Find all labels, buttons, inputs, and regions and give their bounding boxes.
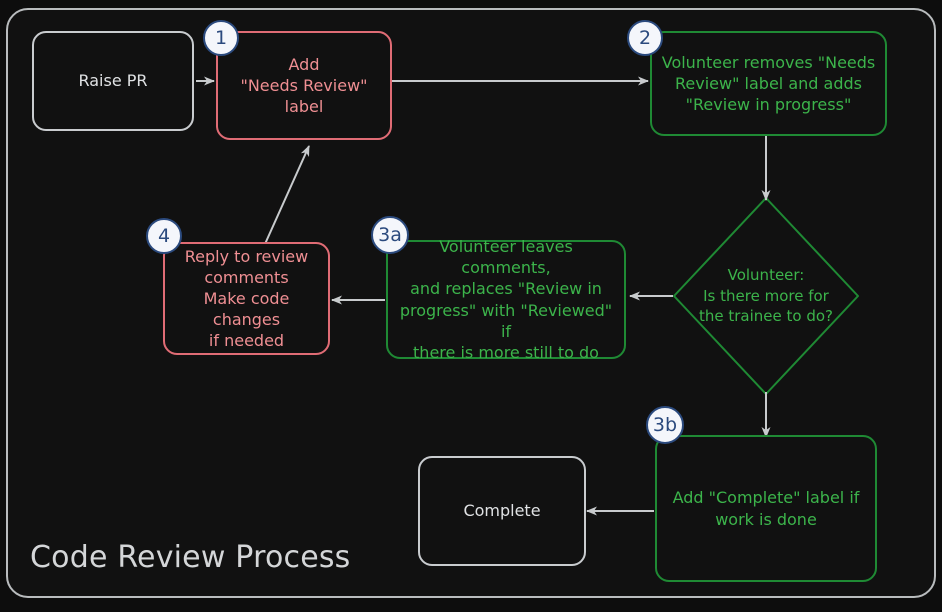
- node-raise-pr[interactable]: Raise PR: [32, 31, 194, 131]
- node-raise-pr-label: Raise PR: [78, 71, 148, 91]
- node-volunteer-removes-label-text: Volunteer removes "Needs Review" label a…: [661, 52, 876, 115]
- step-badge-1: 1: [203, 20, 239, 56]
- node-add-needs-review-label-text: Add "Needs Review" label: [240, 54, 368, 117]
- node-reply-to-review-comments-label: Reply to review comments Make code chang…: [184, 246, 309, 351]
- node-volunteer-leaves-comments-label: Volunteer leaves comments, and replaces …: [399, 237, 613, 362]
- node-complete[interactable]: Complete: [418, 456, 586, 566]
- step-badge-3b: 3b: [646, 406, 684, 444]
- diagram-title: Code Review Process: [30, 540, 351, 575]
- node-add-needs-review-label[interactable]: Add "Needs Review" label: [216, 31, 392, 140]
- step-badge-4-text: 4: [157, 225, 171, 247]
- step-badge-1-text: 1: [214, 27, 228, 49]
- node-add-complete-label-text: Add "Complete" label if work is done: [672, 488, 860, 529]
- node-volunteer-removes-label[interactable]: Volunteer removes "Needs Review" label a…: [650, 31, 887, 136]
- step-badge-3a: 3a: [371, 216, 409, 254]
- node-add-complete-label[interactable]: Add "Complete" label if work is done: [655, 435, 877, 582]
- step-badge-3b-text: 3b: [652, 414, 678, 436]
- edge-reply-to-add-label: [264, 145, 310, 245]
- decision-diamond-shape: [673, 197, 859, 395]
- step-badge-2: 2: [627, 20, 663, 56]
- step-badge-2-text: 2: [638, 27, 652, 49]
- node-complete-label: Complete: [463, 501, 541, 521]
- step-badge-4: 4: [146, 218, 182, 254]
- step-badge-3a-text: 3a: [378, 224, 402, 246]
- node-reply-to-review-comments[interactable]: Reply to review comments Make code chang…: [163, 242, 330, 355]
- node-volunteer-leaves-comments[interactable]: Volunteer leaves comments, and replaces …: [386, 237, 626, 362]
